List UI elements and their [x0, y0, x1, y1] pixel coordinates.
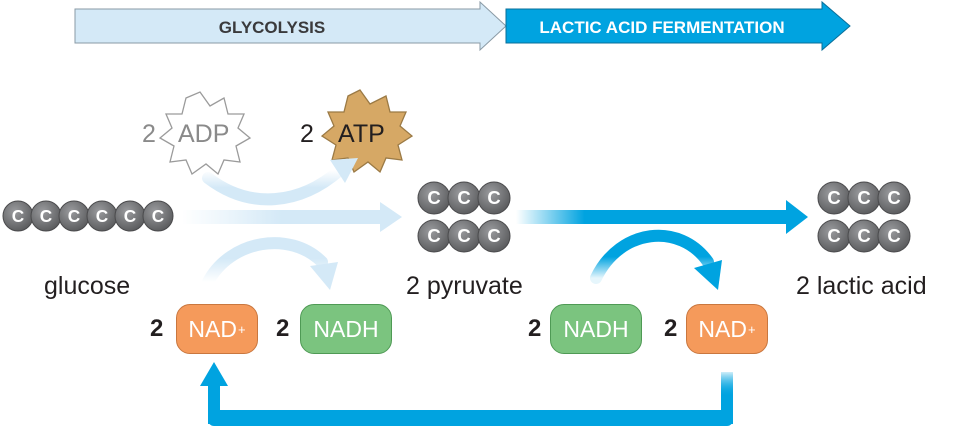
svg-text:C: C — [427, 187, 440, 208]
gly-nadh-coefficient: 2 — [276, 315, 290, 342]
carbon-atom: C — [817, 181, 851, 215]
svg-text:C: C — [857, 225, 870, 246]
carbon-atom: C — [58, 200, 90, 232]
carbon-atom: C — [877, 181, 911, 215]
glycolysis-arrows — [182, 158, 402, 290]
gly-nadh-label: NADH — [313, 315, 379, 342]
fer-nadh-label: NADH — [563, 315, 629, 342]
carbon-atom: C — [877, 219, 911, 253]
carbon-atom: C — [417, 219, 451, 253]
carbon-atom: C — [477, 181, 511, 215]
carbon-atom: C — [847, 181, 881, 215]
gly-nad-plus-badge: NAD+ — [176, 304, 258, 354]
carbon-atom: C — [817, 219, 851, 253]
gly-nad-charge: + — [237, 321, 246, 337]
atp-coefficient: 2 — [300, 120, 314, 148]
svg-text:C: C — [427, 225, 440, 246]
fer-nadh-coefficient: 2 — [528, 315, 542, 342]
carbon-atom: C — [30, 200, 62, 232]
carbon-atom: C — [417, 181, 451, 215]
svg-text:C: C — [457, 187, 470, 208]
svg-text:C: C — [827, 187, 840, 208]
fer-nad-charge: + — [747, 321, 756, 337]
fermentation-stage-arrow: LACTIC ACID FERMENTATION — [505, 0, 851, 52]
carbon-atom: C — [114, 200, 146, 232]
fer-nad-plus-badge: NAD+ — [686, 304, 768, 354]
carbon-atom: C — [447, 181, 481, 215]
svg-text:C: C — [887, 225, 900, 246]
fermentation-arrows — [200, 200, 808, 426]
glucose-label: glucose — [44, 272, 131, 300]
lactic-acid-label: 2 lactic acid — [796, 272, 927, 300]
svg-text:C: C — [68, 206, 80, 226]
fermentation-label: LACTIC ACID FERMENTATION — [539, 18, 784, 37]
svg-text:C: C — [12, 206, 24, 226]
carbon-atom: C — [2, 200, 34, 232]
adp-coefficient: 2 — [142, 120, 156, 148]
svg-text:C: C — [857, 187, 870, 208]
gly-nad-coefficient: 2 — [150, 315, 164, 342]
gly-nad-label: NAD — [188, 315, 237, 342]
atp-label: ATP — [338, 120, 385, 148]
svg-text:C: C — [96, 206, 108, 226]
atp-starburst — [320, 89, 414, 174]
fer-nadh-badge: NADH — [550, 304, 642, 354]
svg-text:C: C — [152, 206, 164, 226]
pyruvate-label: 2 pyruvate — [406, 272, 523, 300]
svg-text:C: C — [124, 206, 136, 226]
carbon-atom: C — [142, 200, 174, 232]
adp-starburst — [158, 91, 252, 176]
glycolysis-label: GLYCOLYSIS — [219, 18, 325, 37]
gly-nadh-badge: NADH — [300, 304, 392, 354]
svg-text:C: C — [40, 206, 52, 226]
svg-text:C: C — [457, 225, 470, 246]
fer-nad-label: NAD — [698, 315, 747, 342]
carbon-atom: C — [477, 219, 511, 253]
svg-text:C: C — [887, 187, 900, 208]
svg-text:C: C — [487, 225, 500, 246]
svg-text:C: C — [487, 187, 500, 208]
svg-text:C: C — [827, 225, 840, 246]
glycolysis-stage-arrow: GLYCOLYSIS — [74, 0, 507, 52]
adp-label: ADP — [178, 120, 230, 148]
fer-nad-coefficient: 2 — [664, 315, 678, 342]
carbon-atom: C — [86, 200, 118, 232]
carbon-atom: C — [447, 219, 481, 253]
carbon-atom: C — [847, 219, 881, 253]
